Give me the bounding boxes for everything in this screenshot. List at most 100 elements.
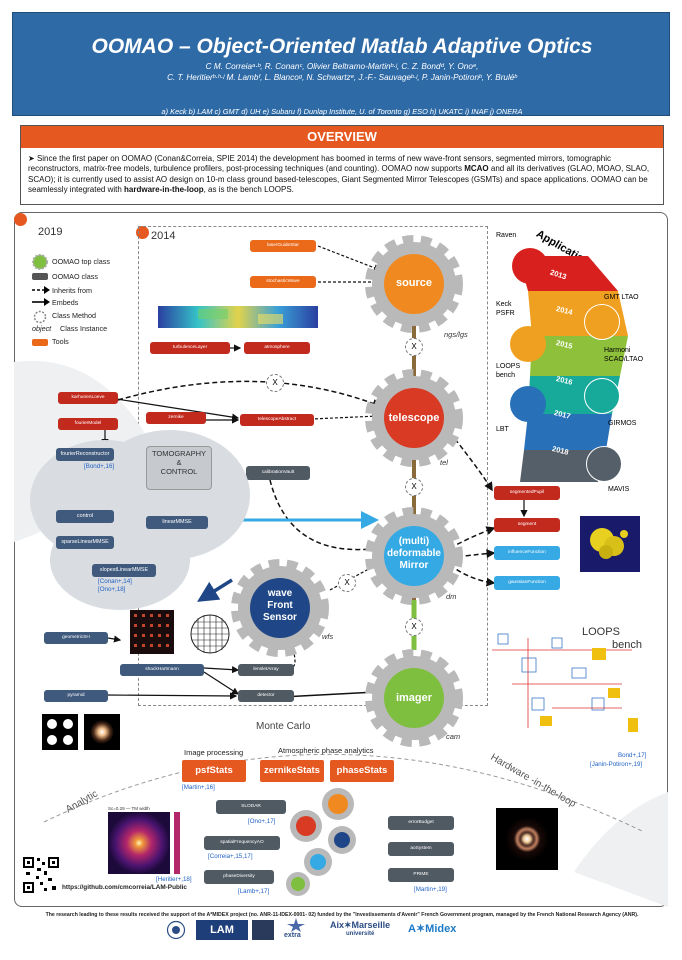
hardware-psf-image — [496, 808, 558, 870]
cite-lamb17: [Lamb+,17] — [238, 888, 270, 895]
class-legend-icon — [32, 273, 48, 280]
tool-slopest-linear-mmse[interactable]: slopestLinearMMSE — [92, 564, 156, 577]
psf-caption: Sc=0.29 — TM width — [108, 806, 150, 811]
tool-fourier-model[interactable]: fourierModel — [58, 418, 118, 430]
tool-ao-system[interactable]: aoSystem — [388, 842, 454, 856]
lenslet-grid-image — [190, 614, 230, 654]
cite-ono17: [Ono+,17] — [248, 818, 276, 825]
wfs-gear — [231, 559, 329, 657]
tool-lenslet-array[interactable]: lensletArray — [238, 664, 294, 676]
lam-logo: LAM — [196, 920, 248, 940]
amu-logo: Aix✶Marseille — [330, 920, 391, 930]
legend-instance-word: object — [32, 324, 52, 333]
tool-pyramid[interactable]: pyramid — [44, 690, 108, 702]
extra-star-icon — [287, 918, 305, 932]
qr-code-icon — [22, 856, 60, 894]
cite-conan14: [Conan+,14] — [98, 578, 132, 585]
loops-bench-label: LOOPS bench — [582, 626, 642, 651]
extra-logo: extra — [284, 932, 301, 939]
tool-turbulence-layer[interactable]: turbulenceLayer — [150, 342, 230, 354]
legend-class: OOMAO class — [52, 272, 98, 281]
segmented-pupil-image — [580, 516, 640, 572]
orange-dot-icon — [136, 226, 149, 239]
author-list: C M. Correiaᵃ·ᵇ, R. Conanᶜ, Olivier Belt… — [53, 61, 631, 83]
monte-carlo-label: Monte Carlo — [256, 721, 311, 732]
image-processing-label: Image processing — [184, 748, 244, 757]
cite-martin19: [Martin+,19] — [414, 886, 447, 893]
app-mavis: MAVIS — [608, 486, 630, 493]
authors-line-2: C. T. Heritierᵇ·ʰ·ʲ M. Lambᶠ, L. Blancoᵍ… — [167, 73, 517, 82]
cite-martin16: [Martin+,16] — [182, 784, 215, 791]
gmt-circle — [584, 304, 620, 340]
source-label: source — [395, 277, 433, 289]
tool-phase-diversity[interactable]: phaseDiversity — [204, 870, 274, 884]
tomography-label: TOMOGRAPHY & CONTROL — [151, 449, 207, 476]
instance-ngs: ngs/lgs — [444, 330, 468, 339]
mavis-circle — [586, 446, 622, 482]
instance-dm: dm — [446, 592, 457, 601]
tools-legend-icon — [32, 339, 48, 346]
tool-atmosphere[interactable]: atmosphere — [244, 342, 310, 354]
tool-karhunen-loeve[interactable]: karhunenLoeve — [58, 392, 118, 404]
method-x-icon: X — [405, 478, 423, 496]
poster-title: OOMAO – Object-Oriented Matlab Adaptive … — [91, 35, 593, 58]
girmos-circle — [584, 378, 620, 414]
tool-gaussian-function[interactable]: gaussianFunction — [494, 576, 560, 590]
tool-spatial-frequency-ao[interactable]: spatialFrequencyAO — [204, 836, 280, 850]
year-2019: 2019 — [38, 226, 63, 238]
tool-segment[interactable]: segment — [494, 518, 560, 532]
tool-slodar[interactable]: SLODAR — [216, 800, 286, 814]
app-girmos: GIRMOS — [608, 420, 637, 427]
tool-control[interactable]: control — [56, 510, 114, 523]
app-keck: Keck PSFR — [496, 301, 515, 317]
legend-tools: Tools — [52, 337, 69, 346]
tool-telescope-abstract[interactable]: telescopeAbstract — [240, 414, 314, 426]
tool-geometric-sh[interactable]: geometricSH — [44, 632, 108, 644]
psf-analytic-image — [108, 812, 180, 874]
inherits-arrow-icon — [32, 286, 50, 294]
authors-line-1: C M. Correiaᵃ·ᵇ, R. Conanᶜ, Olivier Belt… — [205, 62, 479, 71]
overview-heading: OVERVIEW — [21, 126, 663, 148]
instance-wfs: wfs — [322, 632, 334, 641]
tool-segmented-pupil[interactable]: segmentedPupil — [494, 486, 560, 500]
app-harmoni: Harmoni SCAO/LTAO — [604, 347, 644, 363]
tool-sparse-linear-mmse[interactable]: sparseLinearMMSE — [56, 536, 114, 549]
psf-stats-button[interactable]: psfStats — [182, 760, 246, 782]
tool-zernike[interactable]: zernike — [146, 412, 206, 424]
pyramid-psf-image — [84, 714, 120, 750]
legend-method: Class Method — [52, 311, 96, 320]
instance-cam: cam — [446, 732, 461, 741]
tool-linear-mmse[interactable]: linearMMSE — [146, 516, 208, 529]
zernike-stats-button[interactable]: zernikeStats — [260, 760, 324, 782]
overview-text: ➤ Since the first paper on OOMAO (Conan&… — [28, 154, 650, 195]
tool-shack-hartmann[interactable]: shackHartmann — [120, 664, 204, 676]
cite-bond17: Bond+,17] — [618, 752, 647, 759]
pyramid-pupils-image — [42, 714, 78, 750]
raven-circle — [512, 248, 548, 284]
bullet-icon: ➤ — [28, 154, 35, 163]
tool-calibration-vault[interactable]: calibrationVault — [246, 466, 310, 480]
phase-stats-button[interactable]: phaseStats — [330, 760, 394, 782]
instance-tel: tel — [440, 458, 448, 467]
sh-spots-image — [130, 610, 174, 654]
tool-error-budget[interactable]: errorBudget — [388, 816, 454, 830]
tool-prime[interactable]: PRIME — [388, 868, 454, 882]
method-x-icon: X — [405, 338, 423, 356]
lbt-circle — [510, 386, 546, 422]
app-loops: LOOPS bench — [496, 363, 521, 379]
tool-fourier-reconstructor[interactable]: fourierReconstructor — [56, 448, 114, 461]
method-x-icon: X — [405, 618, 423, 636]
legend: OOMAO top class OOMAO class Inherits fro… — [30, 254, 140, 354]
phase-screen-image — [158, 306, 318, 328]
tool-detector[interactable]: detector — [238, 690, 294, 702]
main-diagram-frame — [14, 212, 668, 907]
tool-influence-function[interactable]: influenceFunction — [494, 546, 560, 560]
github-link[interactable]: https://github.com/cmcorreia/LAM-Public — [62, 884, 187, 891]
orange-dot-icon — [14, 213, 27, 226]
cite-bond16: [Bond+,16] — [84, 463, 115, 470]
tool-laser-guide-star[interactable]: laserGuideStar — [250, 240, 316, 252]
mirror-gear — [365, 507, 463, 605]
keck-circle — [510, 326, 546, 362]
tool-stochastic-wave[interactable]: stochasticWave — [250, 276, 316, 288]
overview-box — [20, 125, 664, 205]
